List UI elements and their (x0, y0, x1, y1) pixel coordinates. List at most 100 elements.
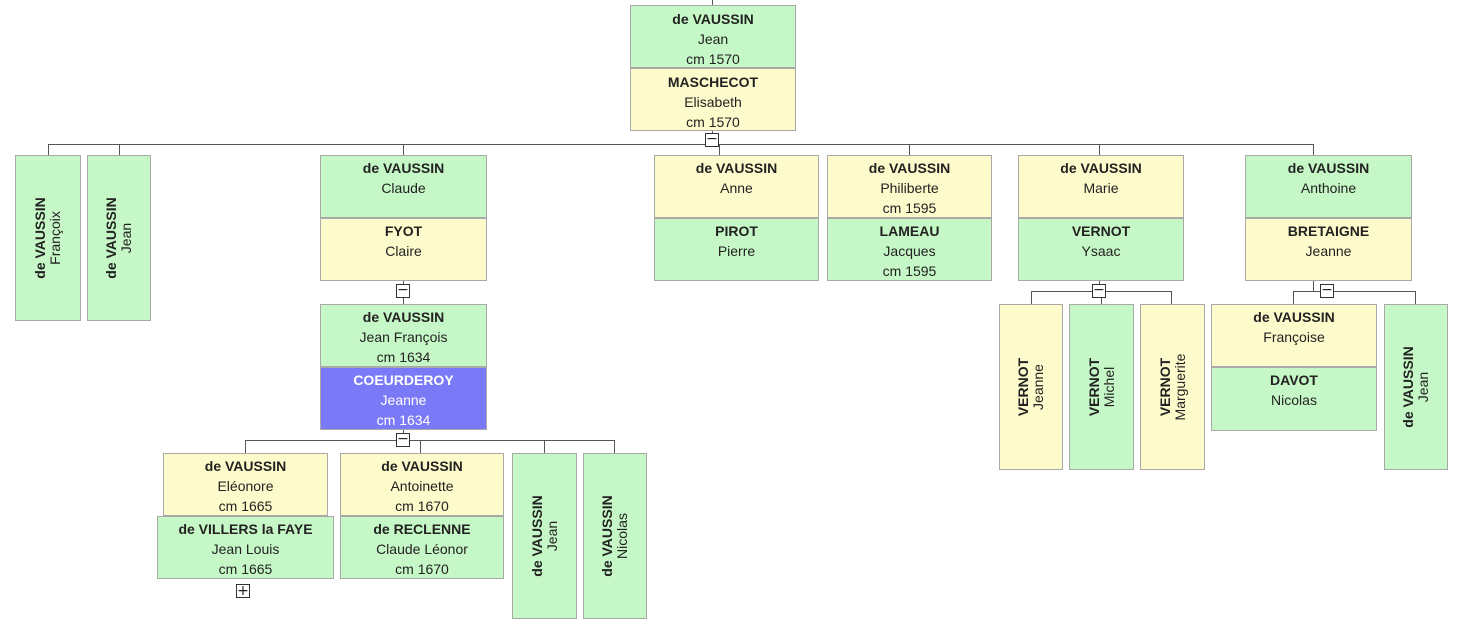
connector-children-bar (48, 144, 1314, 145)
surname: de VAUSSIN (599, 495, 615, 577)
person-label: de VAUSSIN Jean (529, 495, 560, 576)
connector-drop (420, 440, 421, 453)
person-card-jean-francois[interactable]: de VAUSSIN Jean François cm 1634 (320, 304, 487, 367)
spouse-card-anthoine[interactable]: BRETAIGNE Jeanne (1245, 218, 1412, 281)
spouse-card-eleonore[interactable]: de VILLERS la FAYE Jean Louis cm 1665 (157, 516, 334, 579)
person-card-vertical[interactable]: de VAUSSIN Jean (1384, 304, 1448, 470)
surname: de VAUSSIN (362, 309, 445, 325)
spouse-card-francoise[interactable]: DAVOT Nicolas (1211, 367, 1377, 431)
surname: FYOT (384, 223, 423, 239)
surname: de VAUSSIN (204, 458, 287, 474)
given-name: Jeanne (1030, 364, 1046, 410)
given-name: Jean (543, 520, 560, 552)
surname: BRETAIGNE (1287, 223, 1370, 239)
person-label: de VAUSSIN Jean (1400, 346, 1431, 427)
connector-drop (1313, 144, 1314, 155)
surname: de VAUSSIN (103, 197, 119, 279)
given-name: Françoix (47, 211, 63, 265)
collapse-toggle[interactable]: − (396, 431, 410, 447)
given-name: Anthoine (1300, 180, 1357, 196)
given-name: Claire (385, 243, 422, 259)
marriage-date: cm 1665 (218, 561, 273, 577)
given-name: Philiberte (880, 180, 939, 196)
collapse-toggle[interactable]: − (705, 131, 719, 147)
person-card-vertical[interactable]: VERNOT Michel (1069, 304, 1134, 470)
given-name: Nicolas (1271, 392, 1317, 408)
connector-drop (119, 144, 120, 155)
expand-toggle[interactable]: + (236, 583, 250, 599)
connector-drop (909, 144, 910, 155)
person-label: VERNOT Michel (1085, 357, 1117, 417)
person-card-philiberte[interactable]: de VAUSSIN Philiberte cm 1595 (827, 155, 992, 218)
person-card-eleonore[interactable]: de VAUSSIN Eléonore cm 1665 (163, 453, 328, 516)
connector-anthoine-down (1313, 280, 1314, 291)
marriage-date: cm 1595 (882, 263, 937, 279)
connector-drop (544, 440, 545, 453)
collapse-toggle[interactable]: − (396, 282, 410, 298)
surname: de VILLERS la FAYE (178, 521, 313, 537)
connector-drop (1415, 291, 1416, 304)
spouse-card-marie[interactable]: VERNOT Ysaac (1018, 218, 1184, 281)
given-name: Elisabeth (684, 94, 742, 110)
marriage-date: cm 1670 (395, 498, 449, 514)
marriage-date: cm 1570 (686, 114, 740, 130)
given-name: Eléonore (217, 478, 274, 494)
person-card-anne[interactable]: de VAUSSIN Anne (654, 155, 819, 218)
person-card-vertical[interactable]: de VAUSSIN Jean (87, 155, 151, 321)
spouse-card-philiberte[interactable]: LAMEAU Jacques cm 1595 (827, 218, 992, 281)
connector-anthoine-bar (1293, 291, 1416, 292)
surname: VERNOT (1015, 357, 1031, 417)
person-card-vertical[interactable]: VERNOT Marguerite (1140, 304, 1205, 470)
given-name: Jeanne (380, 392, 427, 408)
person-label: VERNOT Marguerite (1156, 354, 1188, 421)
person-card-root-husband[interactable]: de VAUSSIN Jean cm 1570 (630, 5, 796, 68)
surname: de VAUSSIN (672, 11, 754, 27)
person-card-vertical[interactable]: de VAUSSIN Nicolas (583, 453, 647, 619)
surname: de VAUSSIN (868, 160, 951, 176)
person-label: VERNOT Jeanne (1015, 357, 1046, 417)
person-card-antoinette[interactable]: de VAUSSIN Antoinette cm 1670 (340, 453, 504, 516)
person-card-claude[interactable]: de VAUSSIN Claude (320, 155, 487, 218)
given-name: Jean (697, 31, 729, 47)
given-name: Ysaac (1081, 243, 1121, 259)
marriage-date: cm 1665 (218, 498, 273, 514)
given-name: Marie (1083, 180, 1119, 196)
surname: VERNOT (1085, 357, 1102, 417)
surname: VERNOT (1156, 357, 1173, 417)
given-name: Michel (1100, 366, 1117, 408)
connector-grandchildren-bar (245, 440, 615, 441)
connector-drop (403, 144, 404, 155)
spouse-card-claude[interactable]: FYOT Claire (320, 218, 487, 281)
marriage-date: cm 1634 (376, 349, 431, 365)
spouse-card-antoinette[interactable]: de RECLENNE Claude Léonor cm 1670 (340, 516, 504, 579)
surname: MASCHECOT (667, 74, 759, 90)
spouse-card-anne[interactable]: PIROT Pierre (654, 218, 819, 281)
person-card-vertical[interactable]: de VAUSSIN Jean (512, 453, 577, 619)
given-name: Jean Louis (211, 541, 280, 557)
marriage-date: cm 1670 (395, 561, 449, 577)
surname: PIROT (715, 223, 758, 239)
person-card-root-wife[interactable]: MASCHECOT Elisabeth cm 1570 (630, 68, 796, 131)
person-card-marie[interactable]: de VAUSSIN Marie (1018, 155, 1184, 218)
connector-drop (614, 440, 615, 453)
connector-drop (1171, 291, 1172, 304)
collapse-toggle[interactable]: − (1320, 282, 1334, 298)
person-label: de VAUSSIN Nicolas (599, 495, 630, 577)
spouse-card-selected[interactable]: COEURDEROY Jeanne cm 1634 (320, 367, 487, 430)
surname: COEURDEROY (353, 372, 454, 388)
marriage-date: cm 1570 (686, 51, 740, 67)
connector-drop (1099, 144, 1100, 155)
given-name: Jean (118, 222, 134, 254)
given-name: Françoise (1263, 329, 1325, 345)
person-card-anthoine[interactable]: de VAUSSIN Anthoine (1245, 155, 1412, 218)
given-name: Antoinette (390, 478, 454, 494)
person-card-vertical[interactable]: VERNOT Jeanne (999, 304, 1063, 470)
person-card-francoise[interactable]: de VAUSSIN Françoise (1211, 304, 1377, 367)
person-card-vertical[interactable]: de VAUSSIN Françoix (15, 155, 81, 321)
person-label: de VAUSSIN Françoix (32, 197, 63, 278)
connector-drop (245, 440, 246, 453)
given-name: Pierre (717, 243, 756, 259)
marriage-date: cm 1595 (882, 200, 937, 216)
given-name: Jacques (883, 243, 936, 259)
collapse-toggle[interactable]: − (1092, 282, 1106, 298)
